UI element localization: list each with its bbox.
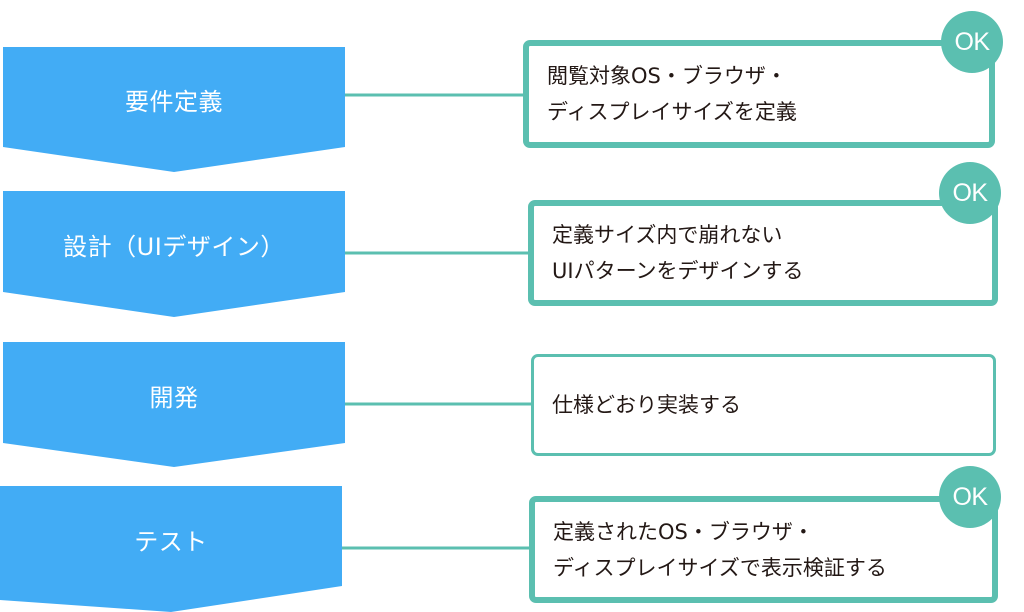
description-line: ディスプレイサイズを定義	[547, 100, 797, 124]
description-box-test: 定義されたOS・ブラウザ・ ディスプレイサイズで表示検証する	[529, 496, 998, 603]
description-line: 仕様どおり実装する	[552, 393, 741, 417]
description-box-development: 仕様どおり実装する	[531, 354, 996, 456]
ok-badge-requirements: OK	[941, 11, 1003, 73]
description-text: 仕様どおり実装する	[552, 387, 741, 423]
step-label-development: 開発	[149, 384, 199, 412]
description-line: 閲覧対象OS・ブラウザ・	[547, 64, 787, 88]
step-label-requirements: 要件定義	[125, 88, 223, 116]
description-text: 閲覧対象OS・ブラウザ・ ディスプレイサイズを定義	[547, 58, 797, 130]
step-chevron-development	[3, 342, 345, 467]
description-line: UIパターンをデザインする	[552, 259, 804, 283]
description-text: 定義サイズ内で崩れない UIパターンをデザインする	[552, 217, 804, 289]
description-box-design: 定義サイズ内で崩れない UIパターンをデザインする	[528, 200, 998, 306]
description-box-requirements: 閲覧対象OS・ブラウザ・ ディスプレイサイズを定義	[523, 40, 995, 148]
step-label-design: 設計（UIデザイン）	[63, 233, 285, 261]
step-label-test: テスト	[134, 528, 208, 556]
ok-badge-test: OK	[939, 466, 1001, 528]
ok-badge-design: OK	[939, 162, 1001, 224]
description-line: 定義されたOS・ブラウザ・	[553, 519, 814, 544]
description-text: 定義されたOS・ブラウザ・ ディスプレイサイズで表示検証する	[553, 514, 887, 586]
step-chevron-design	[3, 191, 345, 317]
description-line: 定義サイズ内で崩れない	[552, 223, 783, 247]
step-chevron-requirements	[3, 47, 345, 172]
description-line: ディスプレイサイズで表示検証する	[553, 555, 887, 580]
step-chevron-test	[0, 486, 342, 612]
